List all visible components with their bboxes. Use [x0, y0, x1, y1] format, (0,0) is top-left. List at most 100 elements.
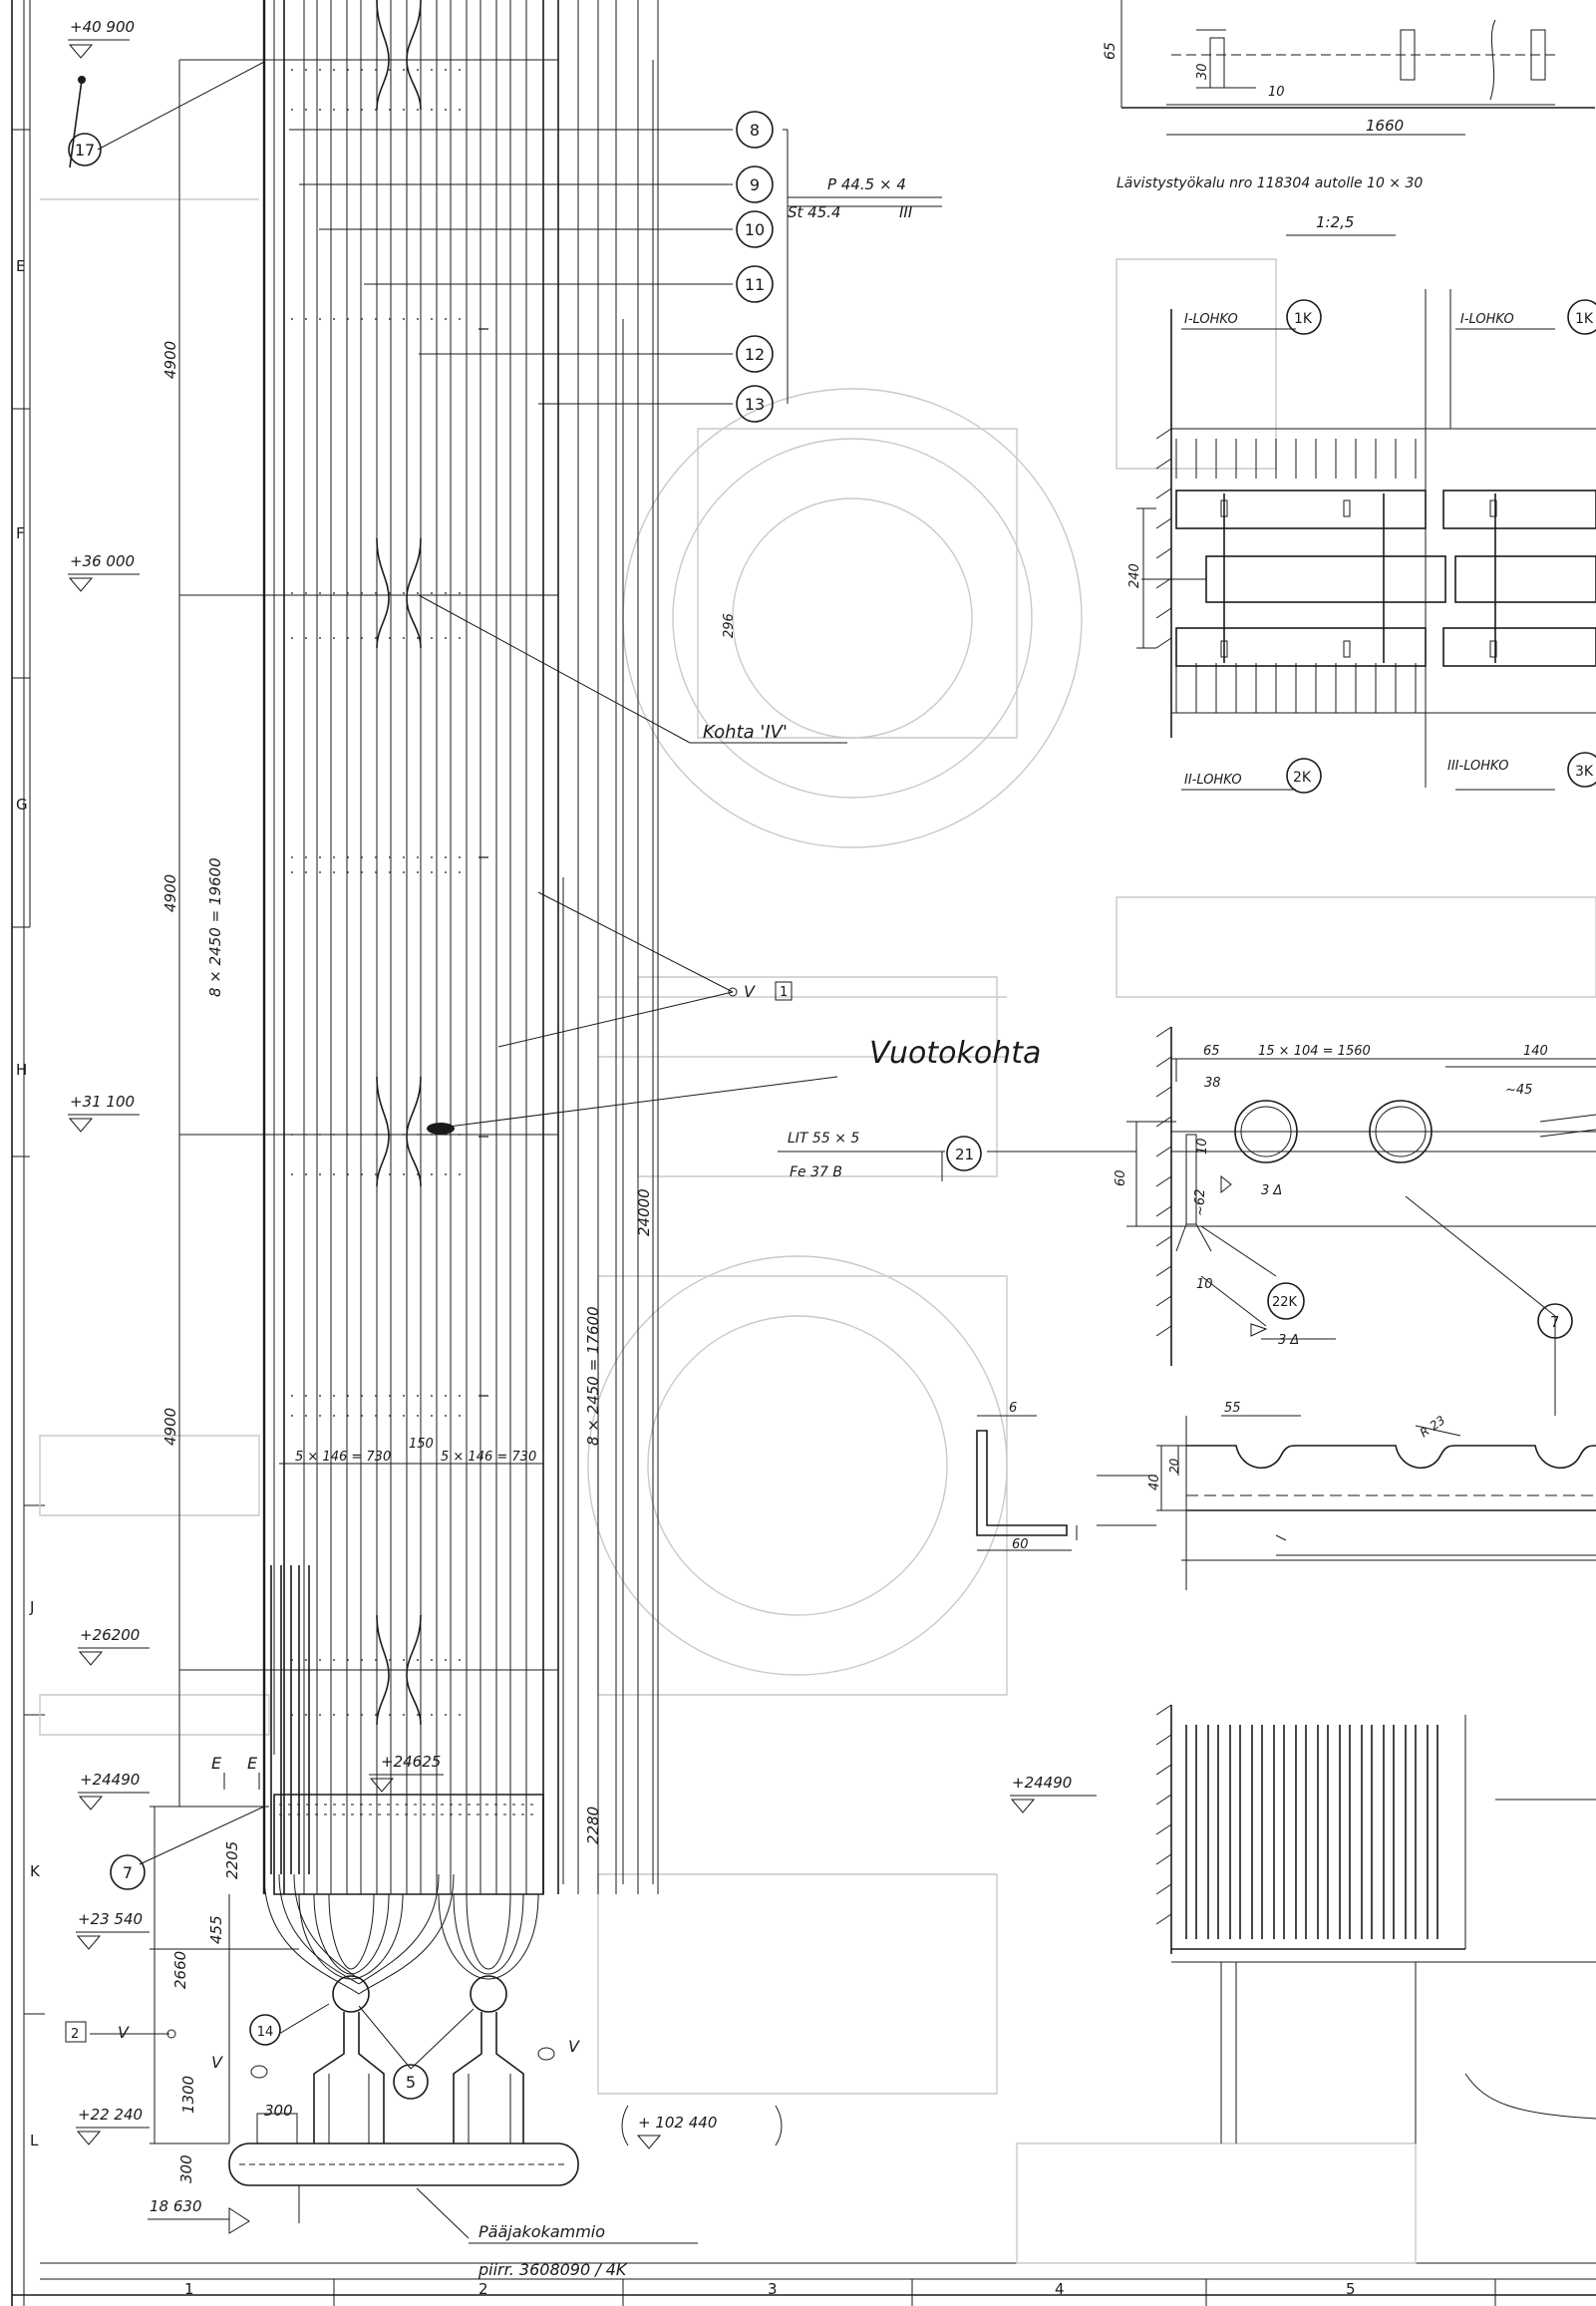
grid-row-f: F: [16, 524, 25, 542]
callout-2k: 2K: [1293, 770, 1312, 786]
angle-section: 6 60: [976, 1401, 1156, 1552]
scale-label: 1:2,5: [1316, 213, 1354, 231]
dim-2280: 2280: [584, 1807, 602, 1844]
vent-v1-label: V: [744, 982, 756, 1001]
dim-10-a: 10: [1195, 1138, 1210, 1154]
elevation-24625-label: +24625: [381, 1753, 441, 1771]
grid-row-e: E: [16, 257, 25, 275]
dim-1300: 1300: [179, 2076, 197, 2114]
membrane-callouts: 22K 7: [1267, 1282, 1573, 1339]
dim-6: 6: [1009, 1401, 1017, 1416]
dim-8x2450-19600: 8 × 2450 = 19600: [206, 857, 224, 997]
vent-marker-1: V 1: [497, 891, 793, 1048]
dim-2660: 2660: [171, 1951, 189, 1989]
elevation-markers: +40 900 +36 000 +31 100 +26200 +24490: [68, 18, 1097, 2234]
vent-marker-2: 2 V V V: [65, 2021, 580, 2079]
vertical-dimensions: 4900 4900 4900 8 × 2450 = 19600 8 × 2450…: [154, 60, 654, 2183]
dim-30-top: 30: [1195, 63, 1210, 80]
grid-col-4: 4: [1055, 2280, 1065, 2298]
dim-24000: 24000: [635, 1188, 653, 1236]
vent-num-2: 2: [71, 2027, 79, 2042]
dim-150: 150: [409, 1437, 434, 1452]
dim-140: 140: [1523, 1044, 1548, 1059]
kohta-note: Kohta 'IV': [418, 594, 847, 744]
kohta-label: Kohta 'IV': [703, 722, 788, 743]
callout-10: 10: [745, 220, 765, 239]
lohko-1b: I-LOHKO: [1460, 312, 1514, 327]
dim-45: ~45: [1505, 1083, 1532, 1098]
callout-9: 9: [750, 175, 760, 194]
dim-3b: 3 Δ: [1278, 1333, 1299, 1348]
section-marks-ee: E E: [211, 1754, 260, 1790]
elevation-24625: +24625: [369, 1753, 444, 1793]
flat-bar-b: Fe 37 B: [790, 1164, 842, 1180]
callout-7-right: 7: [1550, 1313, 1560, 1331]
callout-8: 8: [750, 121, 760, 140]
callout-17-group: 17: [68, 61, 265, 168]
tube-callouts: 8 9 10 11 12 13: [289, 111, 942, 423]
callout-3k-cut: 3K: [1575, 764, 1594, 780]
lohko-3: III-LOHKO: [1447, 759, 1508, 774]
section-e1: E: [211, 1754, 222, 1773]
elevation-102440-label: + 102 440: [638, 2114, 717, 2132]
elevation-24490-right: +24490: [1010, 1774, 1097, 1813]
header-name: Pääjakokammio: [479, 2222, 605, 2241]
grid-row-g: G: [16, 796, 28, 814]
callout-12: 12: [745, 345, 765, 364]
lohko-2: II-LOHKO: [1184, 773, 1242, 788]
elevation-31100-label: +31 100: [70, 1093, 135, 1111]
headers-elevation: [228, 1794, 579, 2223]
header-ref: piirr. 3608090 / 4K: [478, 2260, 628, 2279]
dim-4900-top: 4900: [161, 341, 179, 379]
grid-row-k: K: [30, 1862, 41, 1880]
callout-1k-cut: 1K: [1575, 311, 1594, 327]
elevation-24490: +24490: [78, 1771, 269, 1811]
tube-spec-b-suffix: III: [899, 203, 913, 221]
callout-13: 13: [745, 395, 765, 414]
vent-num-1: 1: [780, 985, 788, 1000]
header-pitch-dimensions: 5 × 146 = 730 150 5 × 146 = 730: [279, 1437, 543, 1465]
notched-bar-detail: 55 20 40 R 23: [1147, 1401, 1596, 1590]
flat-bar-callout: LIT 55 × 5 Fe 37 B 21: [778, 1131, 1136, 1181]
dim-65-mid: 65: [1203, 1044, 1220, 1059]
dim-r23: R 23: [1418, 1413, 1447, 1440]
grid-col-labels: 1 2 3 4 5: [184, 2280, 1356, 2298]
grid-col-3: 3: [768, 2280, 778, 2298]
elevation-102440: + 102 440: [621, 2105, 783, 2149]
tube-bank-lower-right: [1155, 1704, 1596, 2143]
downcomer-tubes: [263, 1565, 455, 1995]
dim-455: 455: [207, 1915, 225, 1944]
dim-20: 20: [1167, 1458, 1181, 1474]
elevation-23540-label: +23 540: [78, 1910, 143, 1928]
dim-8x2450-17600: 8 × 2450 = 17600: [584, 1306, 602, 1446]
drawing-note: Lävistystyökalu nro 118304 autolle 10 × …: [1117, 175, 1423, 191]
tube-spec-b: St 45.4: [788, 203, 841, 221]
callout-22k: 22K: [1272, 1295, 1298, 1310]
header-name-note: Pääjakokammio piirr. 3608090 / 4K: [416, 2187, 698, 2279]
bottom-border: [12, 2262, 1596, 2306]
dim-15x104: 15 × 104 = 1560: [1258, 1044, 1371, 1059]
elevation-26200: +26200: [78, 1626, 558, 1671]
background-ghost-drawing: [39, 198, 1596, 2264]
grid-row-labels: E F G H J K L: [16, 257, 41, 2149]
punching-tool-detail: 65 30 10 1660 Lävistystyökalu nro 118304…: [1103, 0, 1595, 236]
left-border: [11, 0, 45, 2306]
dim-3a: 3 Δ: [1261, 1183, 1282, 1198]
elevation-24490-label: +24490: [80, 1771, 140, 1789]
dim-60-side: 60: [1114, 1169, 1128, 1186]
membrane-section: [1126, 1026, 1596, 1416]
dim-62: ~62: [1193, 1189, 1208, 1216]
dim-5x146-right: 5 × 146 = 730: [441, 1450, 536, 1465]
dim-1660: 1660: [1366, 117, 1404, 135]
elevation-18630: 18 630: [148, 2197, 250, 2234]
callout-1k: 1K: [1294, 311, 1313, 327]
leak-point-note: Vuotokohta: [448, 1036, 1041, 1128]
tube-spec-a: P 44.5 × 4: [827, 175, 906, 193]
grid-col-2: 2: [479, 2280, 488, 2298]
dim-300-top: 300: [264, 2102, 293, 2120]
membrane-dimensions: 65 15 × 104 = 1560 140 ~45 38 60 10 ~62 …: [1114, 1044, 1548, 1348]
callout-5: 5: [406, 2073, 416, 2092]
tube-bundle: [262, 0, 659, 1894]
elevation-18630-label: 18 630: [150, 2197, 202, 2215]
elevation-26200-label: +26200: [80, 1626, 140, 1644]
